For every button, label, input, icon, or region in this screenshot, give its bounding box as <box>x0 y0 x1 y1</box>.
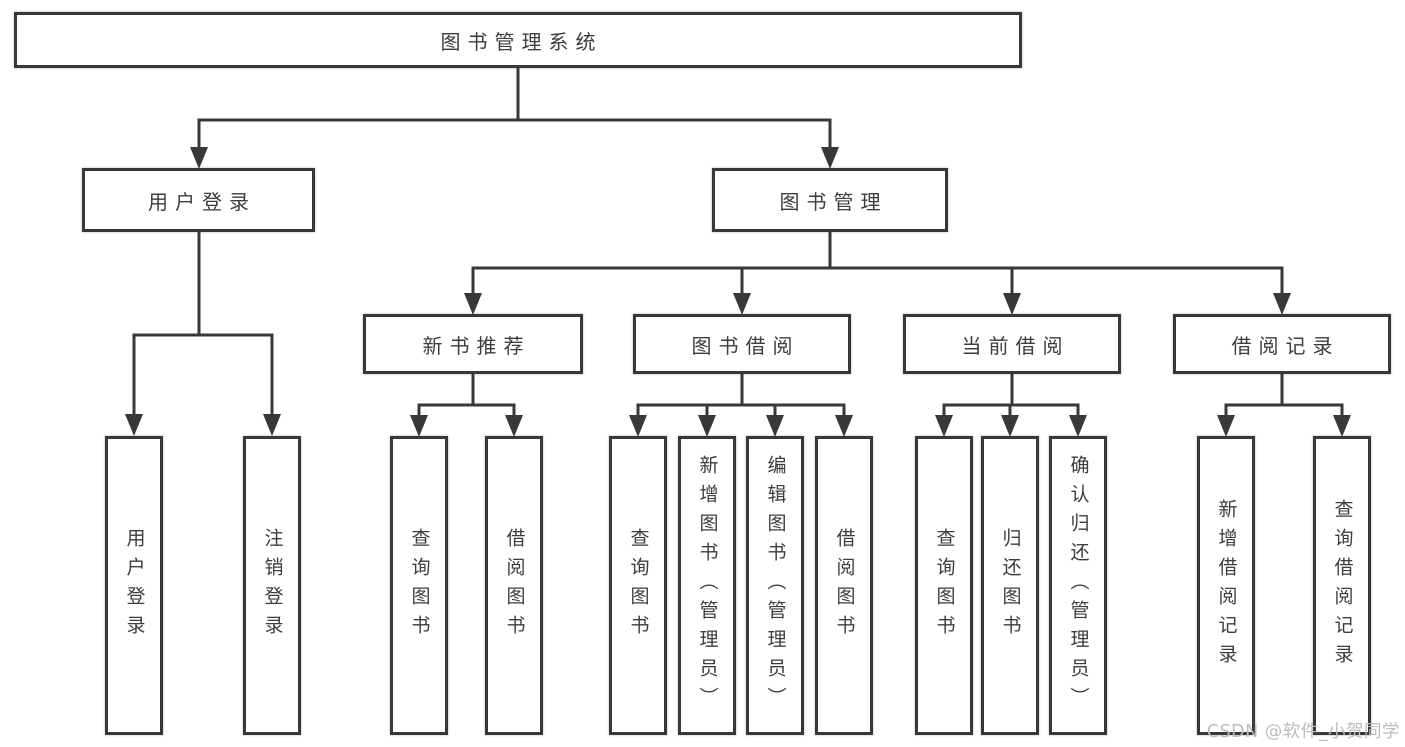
leaf-user-login: 用户登录 <box>105 436 163 735</box>
leaf-return-book-label: 归还图书 <box>999 527 1022 644</box>
leaf-confirm-return-admin: 确认归还（管理员） <box>1049 436 1107 735</box>
leaf-logout: 注销登录 <box>243 436 301 735</box>
node-user-login-label: 用户登录 <box>148 189 256 214</box>
connector-book-borrow <box>636 372 846 420</box>
leaf-query-book-recommend: 查询图书 <box>390 436 448 735</box>
node-book-management-label: 图书管理 <box>779 189 888 214</box>
leaf-borrow-book: 借阅图书 <box>815 436 873 735</box>
node-borrow-records: 借阅记录 <box>1173 314 1391 374</box>
leaf-borrow-book-label: 借阅图书 <box>833 527 856 644</box>
leaf-user-login-label: 用户登录 <box>123 527 146 644</box>
leaf-add-book-admin-label: 新增图书（管理员） <box>696 455 719 716</box>
node-current-borrow: 当前借阅 <box>903 314 1121 374</box>
leaf-edit-book-admin-label: 编辑图书（管理员） <box>764 455 787 716</box>
node-book-management: 图书管理 <box>712 168 948 232</box>
connector-root <box>197 66 832 152</box>
node-borrow-records-label: 借阅记录 <box>1231 333 1340 358</box>
connector-user-login <box>132 230 274 419</box>
leaf-query-book-borrow: 查询图书 <box>609 436 667 735</box>
leaf-query-book-borrow-label: 查询图书 <box>627 527 650 644</box>
connector-current-borrow <box>942 372 1080 420</box>
node-root: 图书管理系统 <box>14 12 1022 68</box>
node-new-book-recommend: 新书推荐 <box>363 314 583 374</box>
leaf-return-book: 归还图书 <box>981 436 1039 735</box>
leaf-add-borrow-record: 新增借阅记录 <box>1197 436 1255 735</box>
connector-borrow-records <box>1224 372 1344 420</box>
leaf-query-book-current-label: 查询图书 <box>933 527 956 644</box>
leaf-logout-label: 注销登录 <box>261 527 284 644</box>
node-book-borrow: 图书借阅 <box>633 314 851 374</box>
node-current-borrow-label: 当前借阅 <box>961 333 1070 358</box>
leaf-query-book-current: 查询图书 <box>915 436 973 735</box>
leaf-add-borrow-record-label: 新增借阅记录 <box>1215 498 1238 673</box>
watermark: CSDN @软件_小贺同学 <box>1206 722 1400 742</box>
leaf-query-borrow-record-label: 查询借阅记录 <box>1331 498 1354 673</box>
node-book-borrow-label: 图书借阅 <box>691 333 800 358</box>
leaf-edit-book-admin: 编辑图书（管理员） <box>746 436 804 735</box>
node-user-login: 用户登录 <box>82 168 315 232</box>
node-new-book-recommend-label: 新书推荐 <box>422 333 531 358</box>
connector-book-management <box>471 230 1284 298</box>
leaf-query-book-recommend-label: 查询图书 <box>408 527 431 644</box>
leaf-query-borrow-record: 查询借阅记录 <box>1313 436 1371 735</box>
leaf-borrow-book-recommend-label: 借阅图书 <box>503 527 526 644</box>
leaf-confirm-return-admin-label: 确认归还（管理员） <box>1067 455 1090 716</box>
leaf-borrow-book-recommend: 借阅图书 <box>485 436 543 735</box>
node-root-label: 图书管理系统 <box>440 29 603 54</box>
connector-new-book-recommend <box>417 372 516 420</box>
arrowheads <box>125 147 1351 437</box>
leaf-add-book-admin: 新增图书（管理员） <box>678 436 736 735</box>
